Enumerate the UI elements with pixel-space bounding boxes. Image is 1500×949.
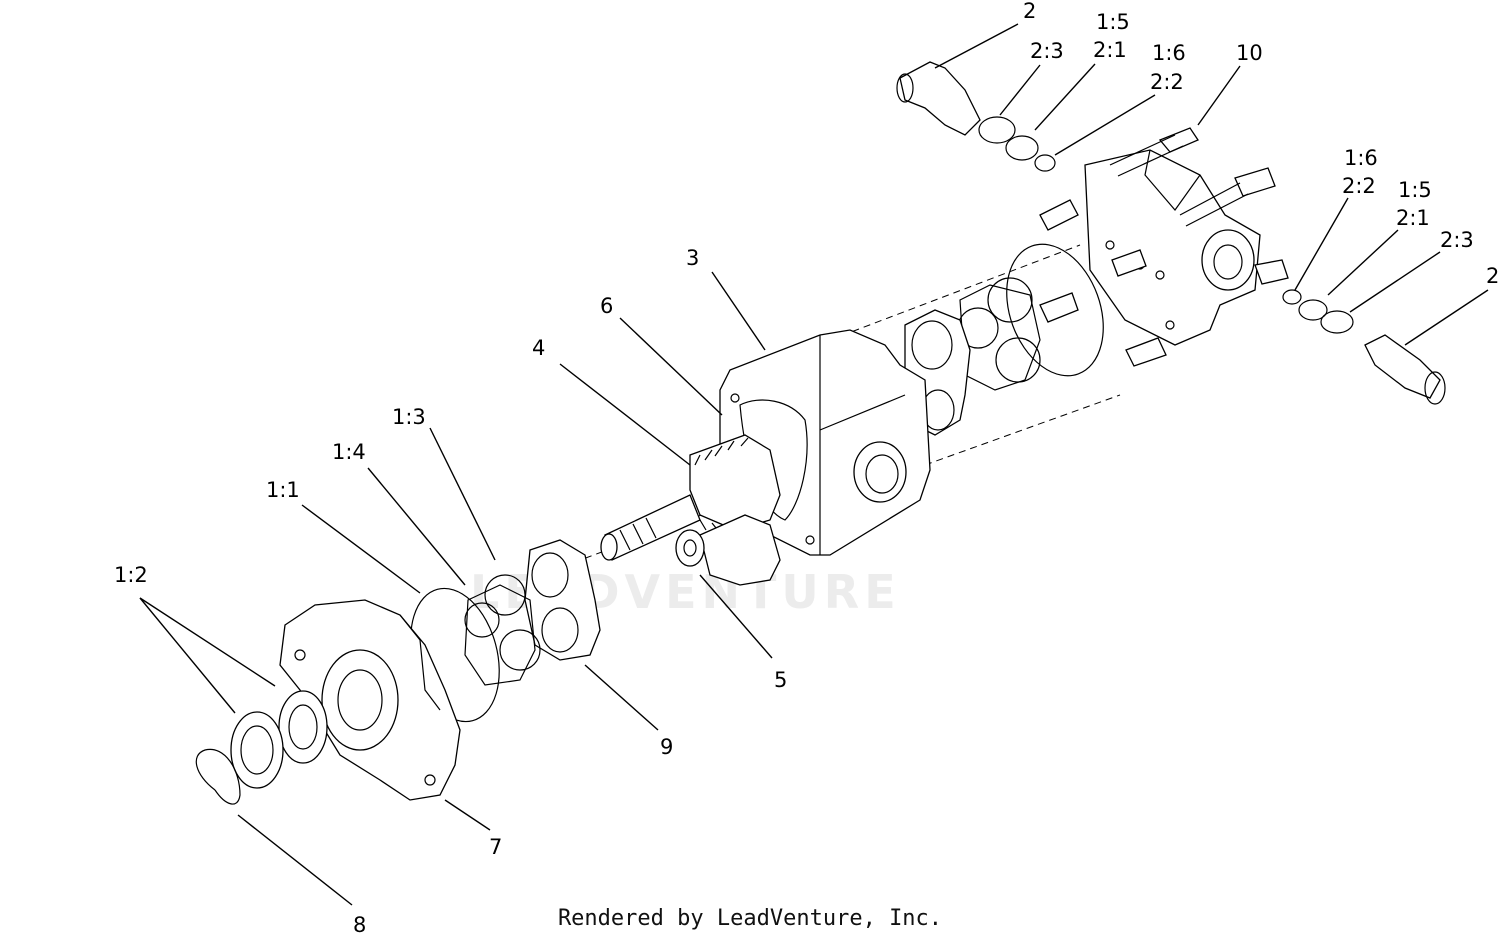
callout-1-1: 1:1 xyxy=(266,478,300,502)
bolts xyxy=(1039,127,1289,367)
relief-valve-right xyxy=(1282,289,1446,405)
bushing-block-left xyxy=(524,539,601,661)
callout-2-3-right: 2:3 xyxy=(1440,228,1474,252)
callout-6: 6 xyxy=(600,294,613,318)
callout-3: 3 xyxy=(686,246,699,270)
callout-1-5-right: 1:5 xyxy=(1398,178,1432,202)
cover-seal xyxy=(1006,243,1104,377)
callout-7: 7 xyxy=(489,835,502,859)
callout-1-4: 1:4 xyxy=(332,440,366,464)
callout-1-6-right: 1:6 xyxy=(1344,146,1378,170)
callout-2-2-top: 2:2 xyxy=(1150,70,1184,94)
callout-10: 10 xyxy=(1236,41,1263,65)
callout-2-top: 2 xyxy=(1023,0,1036,23)
callout-8: 8 xyxy=(353,913,366,937)
callout-9: 9 xyxy=(660,735,673,759)
shaft-seal xyxy=(230,690,328,789)
callout-2-2-right: 2:2 xyxy=(1342,174,1376,198)
callout-1-2: 1:2 xyxy=(114,563,148,587)
rear-cover xyxy=(1084,149,1261,346)
callout-2-right: 2 xyxy=(1486,264,1499,288)
callout-2-1-right: 2:1 xyxy=(1396,206,1430,230)
callout-4: 4 xyxy=(532,336,545,360)
callout-1-6-top: 1:6 xyxy=(1152,41,1186,65)
wear-plate-right xyxy=(957,277,1041,391)
callout-1-3: 1:3 xyxy=(392,405,426,429)
retaining-ring xyxy=(195,748,241,805)
callout-5: 5 xyxy=(774,668,787,692)
render-credit: Rendered by LeadVenture, Inc. xyxy=(557,906,943,931)
callout-2-1-top: 2:1 xyxy=(1093,38,1127,62)
driven-gear xyxy=(675,514,781,586)
wear-plate-left xyxy=(464,574,541,686)
callout-2-3-top: 2:3 xyxy=(1030,39,1064,63)
callout-1-5-top: 1:5 xyxy=(1096,10,1130,34)
relief-valve-top xyxy=(896,61,1056,172)
drive-gear-shaft xyxy=(600,434,781,561)
leader-lines xyxy=(139,23,1489,906)
callouts: 2 2:3 1:5 2:1 1:6 2:2 10 1:6 2:2 1:5 2:1… xyxy=(114,0,1499,937)
